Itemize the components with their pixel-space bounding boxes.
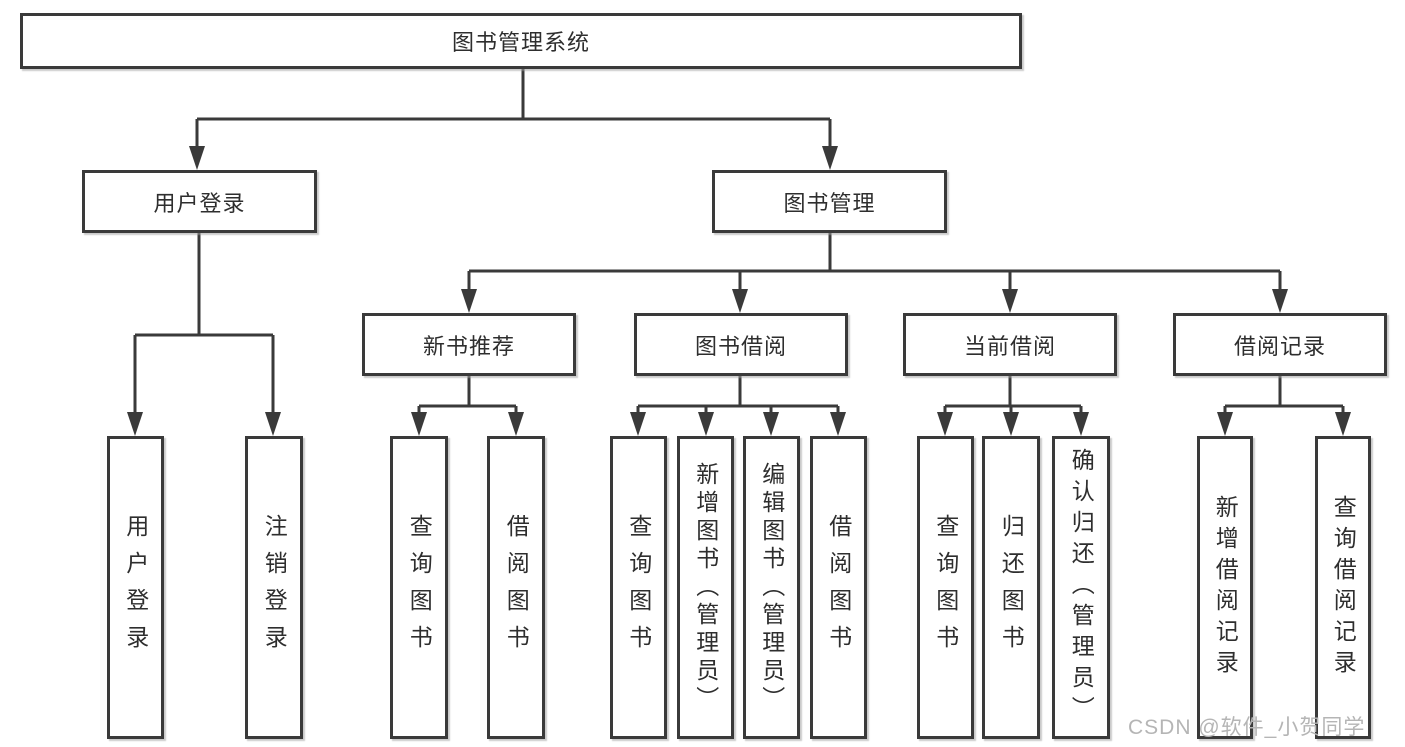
leaf-return-book-label: 归还图书 (998, 513, 1025, 662)
node-current-borrow-label: 当前借阅 (963, 333, 1056, 359)
leaf-add-borrow-record-label: 新增借阅记录 (1212, 494, 1239, 681)
node-current-borrow: 当前借阅 (903, 313, 1117, 376)
leaf-borrow-books-recommend: 借阅图书 (487, 436, 545, 739)
node-user-login-label: 用户登录 (153, 190, 246, 216)
leaf-query-books-recommend: 查询图书 (390, 436, 448, 739)
node-book-management: 图书管理 (712, 170, 947, 233)
leaf-borrow-books-borrow-label: 借阅图书 (825, 513, 852, 662)
leaf-borrow-books-borrow: 借阅图书 (810, 436, 867, 739)
node-new-book-recommend-label: 新书推荐 (422, 333, 515, 359)
leaf-query-books-borrow-label: 查询图书 (625, 513, 652, 662)
leaf-logout-label: 注销登录 (261, 513, 288, 662)
leaf-add-book-admin-label: 新增图书（管理员） (692, 461, 719, 714)
node-root: 图书管理系统 (20, 13, 1022, 69)
csdn-watermark: CSDN @软件_小贺同学 (1128, 716, 1366, 739)
leaf-borrow-books-recommend-label: 借阅图书 (503, 513, 530, 662)
node-book-management-label: 图书管理 (783, 190, 876, 216)
leaf-query-books-current-label: 查询图书 (932, 513, 959, 662)
leaf-user-login-label: 用户登录 (122, 513, 149, 662)
leaf-query-books-borrow: 查询图书 (610, 436, 667, 739)
leaf-query-borrow-record-label: 查询借阅记录 (1330, 494, 1357, 681)
leaf-user-login: 用户登录 (107, 436, 164, 739)
leaf-query-books-current: 查询图书 (917, 436, 974, 739)
leaf-logout: 注销登录 (245, 436, 303, 739)
leaf-return-book: 归还图书 (982, 436, 1040, 739)
node-borrow-records-label: 借阅记录 (1233, 333, 1326, 359)
leaf-edit-book-admin-label: 编辑图书（管理员） (758, 461, 785, 714)
node-new-book-recommend: 新书推荐 (362, 313, 576, 376)
leaf-edit-book-admin: 编辑图书（管理员） (743, 436, 800, 739)
node-borrow-records: 借阅记录 (1173, 313, 1387, 376)
node-user-login: 用户登录 (82, 170, 317, 233)
node-root-label: 图书管理系统 (451, 30, 590, 55)
leaf-confirm-return-admin: 确认归还（管理员） (1052, 436, 1110, 739)
leaf-query-books-recommend-label: 查询图书 (406, 513, 433, 662)
leaf-add-borrow-record: 新增借阅记录 (1197, 436, 1253, 739)
leaf-confirm-return-admin-label: 确认归还（管理员） (1068, 448, 1095, 727)
node-book-borrow: 图书借阅 (634, 313, 848, 376)
leaf-add-book-admin: 新增图书（管理员） (677, 436, 734, 739)
node-book-borrow-label: 图书借阅 (694, 333, 787, 359)
leaf-query-borrow-record: 查询借阅记录 (1315, 436, 1371, 739)
